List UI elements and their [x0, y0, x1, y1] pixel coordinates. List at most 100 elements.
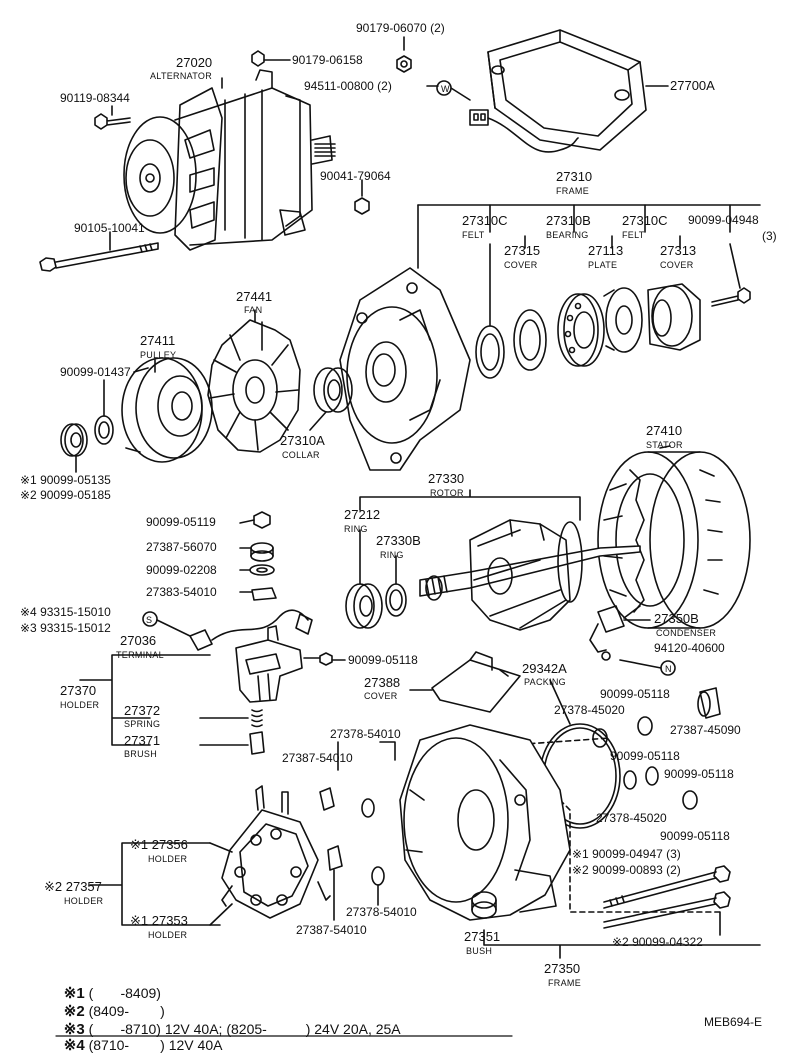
label-ring-a: RING — [344, 524, 368, 534]
label-27387-45090: 27387-45090 — [670, 723, 741, 737]
label-29342A: 29342A — [522, 661, 567, 676]
bracket-27350 — [483, 929, 761, 959]
brush-27371 — [249, 731, 265, 755]
bushing-right-a — [637, 716, 653, 736]
rotor-27330 — [419, 519, 641, 631]
label-27370: 27370 — [60, 683, 97, 698]
label-spring: SPRING — [124, 719, 161, 729]
bracket-27330 — [359, 489, 581, 521]
label-27387-54010-b: 27387-54010 — [296, 923, 367, 937]
label-felt-b: FELT — [622, 230, 645, 240]
label-plate: PLATE — [588, 260, 618, 270]
washer-90099-01437 — [94, 415, 114, 445]
label-n2-90099-04322: ※2 90099-04322 — [612, 935, 703, 949]
bracket-27357 — [89, 842, 221, 926]
label-27036: 27036 — [120, 633, 157, 648]
guide-line-b — [559, 799, 721, 913]
label-27378-45020-a: 27378-45020 — [554, 703, 625, 717]
label-qty-3-a: (3) — [762, 229, 777, 243]
label-felt-a: FELT — [462, 230, 485, 240]
label-27378-45020-b: 27378-45020 — [596, 811, 667, 825]
label-90099-05119: 90099-05119 — [146, 515, 216, 529]
label-terminal: TERMINAL — [116, 650, 164, 660]
label-n1-90099-04947: ※1 90099-04947 (3) — [572, 847, 681, 861]
label-bearing: BEARING — [546, 230, 589, 240]
stator-27410 — [597, 451, 751, 629]
collar-27310a — [313, 367, 343, 413]
label-27113: 27113 — [588, 243, 624, 258]
note-row-1: ※1 ( -8409) — [56, 968, 161, 1002]
bushing-27387-54010-b — [327, 845, 343, 871]
screw-90099-05118-a — [303, 652, 333, 666]
bushing-27387-54010-a — [319, 787, 335, 811]
screw-90099-04948 — [711, 287, 751, 307]
bushing-right-c — [623, 770, 637, 790]
label-27212: 27212 — [344, 507, 381, 522]
label-condenser: CONDENSER — [656, 628, 717, 638]
label-27378-54010-b: 27378-54010 — [346, 905, 417, 919]
label-90179-06070: 90179-06070 (2) — [356, 21, 445, 35]
bushing-right-d — [645, 766, 659, 786]
through-bolts — [603, 865, 731, 929]
note-mark: ※1 — [63, 985, 85, 1002]
label-n4-93315-15010: ※4 93315-15010 — [20, 605, 111, 619]
note-text: (8409- ) — [84, 1003, 165, 1019]
insulator-27383-54010 — [251, 587, 277, 601]
s-circle — [142, 611, 158, 627]
label-27313: 27313 — [660, 243, 697, 258]
bushing-right-b — [592, 728, 608, 748]
label-90099-05118-d: 90099-05118 — [664, 767, 734, 781]
bushing-27378-54010-a — [361, 798, 375, 818]
bushing-right-e — [682, 790, 698, 810]
label-27020: 27020 — [176, 55, 213, 70]
bushing-27387-45090 — [699, 687, 721, 719]
note-mark: ※4 — [63, 1037, 85, 1054]
label-27310C-a: 27310C — [462, 213, 508, 228]
label-n3-93315-15012: ※3 93315-15012 — [20, 621, 111, 635]
label-27315: 27315 — [504, 243, 541, 258]
label-n2-90099-00893: ※2 90099-00893 (2) — [572, 863, 681, 877]
nut-90099-05135 — [60, 423, 84, 457]
label-n2-27357: ※2 27357 — [44, 879, 102, 894]
label-s-marker: S — [146, 615, 153, 625]
label-90099-01437: 90099-01437 — [60, 365, 131, 379]
cover-27388 — [431, 651, 521, 713]
label-n2-90099-05185: ※2 90099-05185 — [20, 488, 111, 502]
label-holder-b: HOLDER — [148, 854, 188, 864]
note-row-2: ※2 (8409- ) — [56, 986, 165, 1020]
label-27372: 27372 — [124, 703, 161, 718]
label-90099-05118-a: 90099-05118 — [348, 653, 418, 667]
note-row-3: ※3 ( -8710) 12V 40A; (8205- ) 24V 20A, 2… — [56, 1004, 401, 1038]
label-w-marker: W — [441, 84, 450, 94]
label-packing: PACKING — [524, 677, 566, 687]
fan-27441 — [207, 319, 301, 453]
label-27388: 27388 — [364, 675, 401, 690]
label-27330B: 27330B — [376, 533, 421, 548]
pulley-27411 — [121, 357, 213, 463]
regulator-part — [469, 29, 647, 153]
label-27310C-b: 27310C — [622, 213, 668, 228]
rectifier-holder — [221, 785, 331, 919]
alternator-assembly — [123, 69, 336, 251]
bracket-27370 — [79, 654, 211, 746]
label-cover-a: COVER — [504, 260, 538, 270]
nut-90099-05119 — [253, 511, 271, 529]
label-27310: 27310 — [556, 169, 593, 184]
label-90099-05118-b: 90099-05118 — [600, 687, 670, 701]
label-brush: BRUSH — [124, 749, 158, 759]
nut-90179-06070 — [396, 55, 412, 73]
brush-holder-27370 — [235, 625, 303, 703]
spring-27372 — [251, 709, 263, 728]
note-text: (8710- ) 12V 40A — [84, 1037, 223, 1053]
cover-27313 — [647, 283, 701, 351]
bolt-90105-10041 — [39, 242, 159, 272]
note-mark: ※2 — [63, 1003, 85, 1020]
label-27700A: 27700A — [670, 78, 715, 93]
label-27371: 27371 — [124, 733, 161, 748]
label-27330: 27330 — [428, 471, 465, 486]
drawing-id: MEB694-E — [704, 1015, 763, 1029]
label-pulley: PULLEY — [140, 350, 177, 360]
label-27410: 27410 — [646, 423, 683, 438]
